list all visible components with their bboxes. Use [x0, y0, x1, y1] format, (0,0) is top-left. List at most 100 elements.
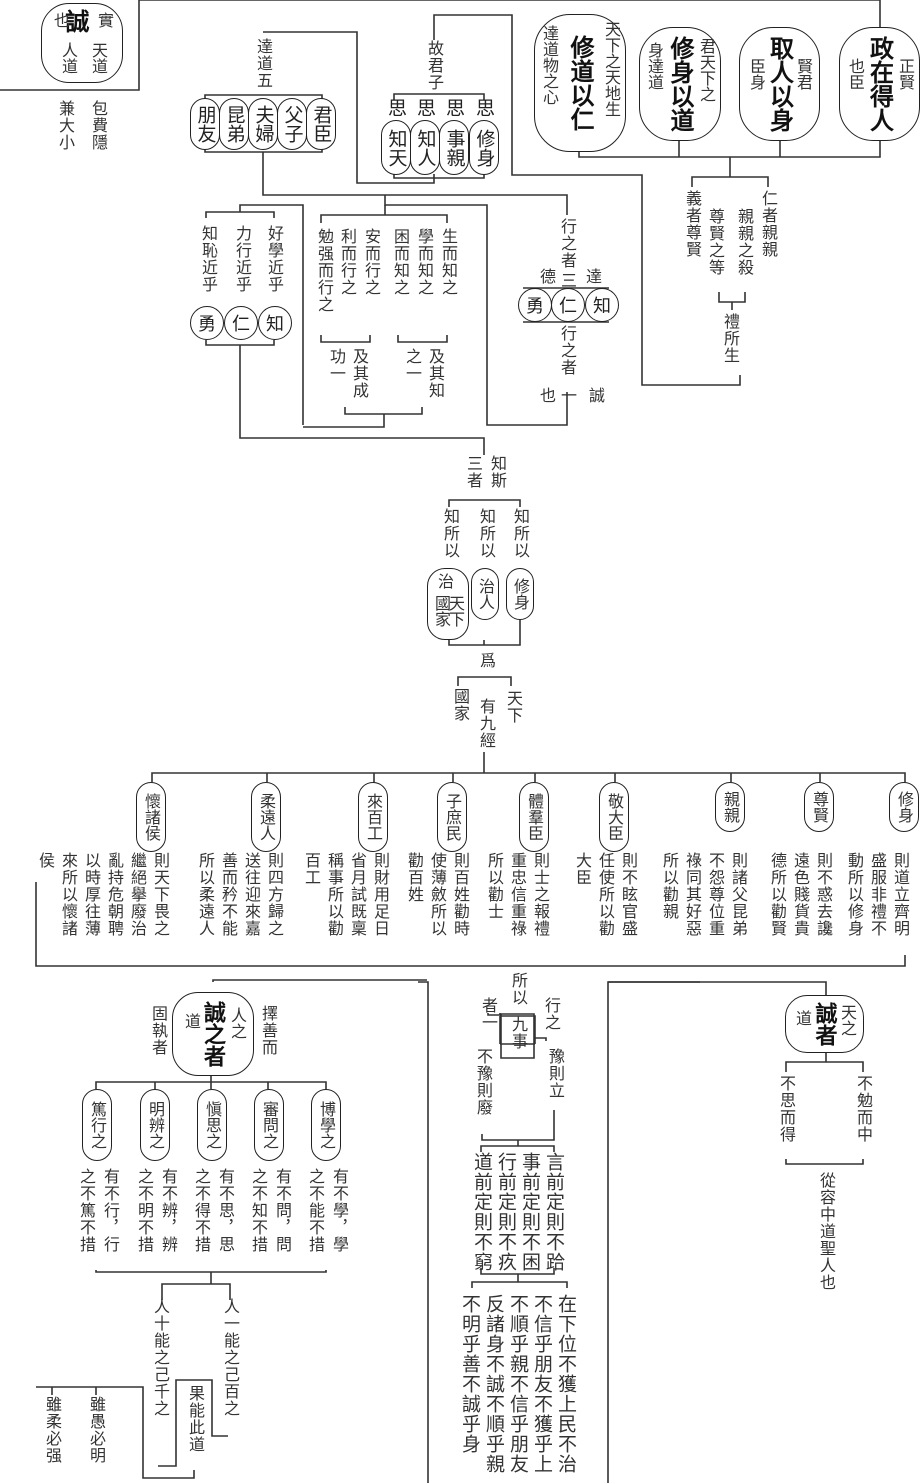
- box-zheng: 正賢 政在得人 也臣: [839, 27, 920, 141]
- box-zheng-left: 也臣: [846, 58, 865, 90]
- sanzhe-bar: [448, 499, 521, 507]
- jin-ren: 仁: [224, 306, 258, 340]
- dadao-fufu: 夫婦: [248, 98, 278, 150]
- chengzhe-bar: [785, 1052, 864, 1072]
- yu-bar: [480, 1110, 555, 1152]
- junzi-item-label: 事親: [443, 128, 466, 167]
- chengzhi-bottom: [95, 1270, 327, 1300]
- jiujing-text-col: 則百姓勸時: [451, 852, 470, 937]
- sanzhe-guojia-label: 國家: [451, 688, 470, 722]
- jiushi-right: 行之: [542, 997, 561, 1031]
- chengzhi-method-text-a: 有不辨，辨: [159, 1168, 178, 1253]
- chengzhi-guoneng: 果能此道: [186, 1385, 205, 1453]
- sanzhe-zhi-char: 治: [435, 573, 454, 589]
- chengzhi-bar: [95, 1076, 327, 1089]
- zhi-end-1: 及其知: [426, 348, 445, 399]
- jiujing-text-col: 動所以修身: [845, 852, 864, 937]
- dade-mid: 三: [558, 272, 577, 289]
- junzi-si: 思: [473, 98, 495, 118]
- chengzhi-method-2: 審問之: [254, 1089, 284, 1161]
- jiujing-text-col: 則財用足日: [371, 852, 390, 937]
- jiujing-text-col: 繼絕擧廢治: [128, 852, 147, 937]
- qian-col: 道前定則不窮: [471, 1152, 493, 1272]
- dadao-kundi: 昆弟: [219, 98, 249, 150]
- jiujing-item-label: 柔遠人: [257, 793, 276, 841]
- jin-haoxue: 好學近乎: [265, 225, 284, 293]
- zhi-bracket: [397, 335, 448, 343]
- box-zheng-main: 政在得人: [865, 36, 895, 132]
- chengzhi-renshi: 人十能之己千之: [151, 1298, 170, 1417]
- jiujing-item-label: 懷諸侯: [142, 793, 161, 841]
- chengzhi-renyi: 人一能之己百之: [221, 1298, 240, 1417]
- qian-cols: 言前定則不跲 事前定則不困 行前定則不疚 道前定則不窮: [470, 1152, 566, 1272]
- chengzhi-method-text-b: 之不篤不措: [77, 1168, 96, 1253]
- jiujing-item-label: 敬大臣: [605, 793, 624, 841]
- jiujing-text-col: 所以柔遠人: [196, 852, 215, 937]
- qian-col: 事前定則不困: [519, 1152, 541, 1272]
- jiujing-item-label: 體羣臣: [525, 793, 544, 841]
- xing-end-2: 功一: [327, 348, 346, 382]
- chain-col: 不信乎朋友不獲乎上: [531, 1294, 553, 1474]
- jiujing-text-col: 則不惑去讒: [814, 852, 833, 937]
- chain-col: 不順乎親不信乎朋友: [507, 1294, 529, 1474]
- sanzhe-obj-label: 治人: [476, 578, 495, 610]
- jiujing-text-col: 大臣: [573, 852, 592, 886]
- box-xiudao-main: 修道以仁: [566, 35, 595, 131]
- cheng-box: 實 誠 也 天道 人道: [41, 3, 123, 83]
- jiujing-bar: [151, 772, 906, 782]
- jiujing-item-label: 親親: [721, 791, 740, 823]
- jiushi-buyu: 不豫則廢: [474, 1048, 493, 1116]
- junzi-item-label: 修身: [473, 128, 496, 167]
- box-xiudao-right: 天下之天地生: [602, 21, 621, 117]
- box-xiushen-right: 君天下之: [697, 38, 716, 102]
- dadao-item-label: 君臣: [310, 105, 333, 143]
- jin-lixing: 力行近乎: [233, 225, 252, 293]
- junzi-title: 故君子: [425, 40, 444, 91]
- chengzhi-method-text-a: 有不學，學: [330, 1168, 349, 1253]
- li-suosheng: 禮所生: [721, 313, 740, 364]
- chengzhi-main: 誠之者: [200, 1001, 226, 1067]
- chengzhe-top: [608, 981, 827, 995]
- chengzhi-method-text-b: 之不知不措: [249, 1168, 268, 1253]
- jiujing-item-4: 敬大臣: [599, 782, 629, 852]
- junzi-zhitian: 知天: [381, 120, 411, 175]
- chengzhi-box: 人之 誠之者 道: [172, 992, 254, 1076]
- dade-b-right: 誠: [586, 387, 605, 404]
- dadao-pengyou: 朋友: [190, 98, 220, 150]
- topbox-bar: [578, 140, 881, 177]
- chengzhe-bottom: [785, 1159, 864, 1165]
- jiujing-item-7: 來百工: [358, 782, 388, 852]
- dadao-item-label: 朋友: [194, 105, 217, 143]
- junzi-si: 思: [385, 98, 407, 118]
- chengzhe-main: 誠者: [811, 1002, 838, 1046]
- box-quren: 賢君 取人以身 臣身: [739, 27, 820, 141]
- chengzhe-si: 不思而得: [777, 1075, 796, 1143]
- jiujing-item-8: 柔遠人: [251, 782, 281, 852]
- dadao-item-label: 父子: [281, 105, 304, 143]
- box-xiudao-left: 達道物之心: [540, 25, 559, 105]
- sanzhe-jiujing: 有九經: [477, 698, 496, 749]
- chengzhi-left: 道: [182, 1013, 201, 1029]
- chengzhi-method-3: 愼思之: [197, 1089, 227, 1161]
- jin-zhi: 知: [258, 306, 292, 340]
- sanzhe-pre-2: 知所以: [477, 508, 496, 559]
- chengzhi-method-text-a: 有不行，行: [101, 1168, 120, 1253]
- xing-end-1: 及其成: [350, 348, 369, 399]
- li-bar: [691, 176, 769, 187]
- jiujing-text-col: 以時厚往薄: [82, 852, 101, 937]
- jiujing-text-col: 則不眩官盛: [619, 852, 638, 937]
- junzi-si: 思: [414, 98, 436, 118]
- jiujing-text-col: 省月試既稟: [348, 852, 367, 937]
- jin-zhichi: 知恥近乎: [199, 225, 218, 293]
- chain-col: 不明乎善不誠乎身: [459, 1294, 481, 1454]
- sanzhe-tianxia-label: 天下: [504, 690, 523, 724]
- cheng-main: 誠: [61, 9, 90, 33]
- jiujing-text-col: 來所以懷諸: [59, 852, 78, 937]
- box-quren-left: 臣身: [747, 58, 766, 90]
- jiujing-text-col: 百工: [302, 852, 321, 886]
- chengzhi-outer-right: 擇善而: [259, 1005, 278, 1056]
- chengzhi-method-1: 博學之: [311, 1089, 341, 1161]
- jiujing-text-col: 則士之報禮: [531, 852, 550, 937]
- jiujing-text-col: 遠色賤貨貴: [791, 852, 810, 937]
- sanzhe-xiushen: 修身: [506, 568, 534, 620]
